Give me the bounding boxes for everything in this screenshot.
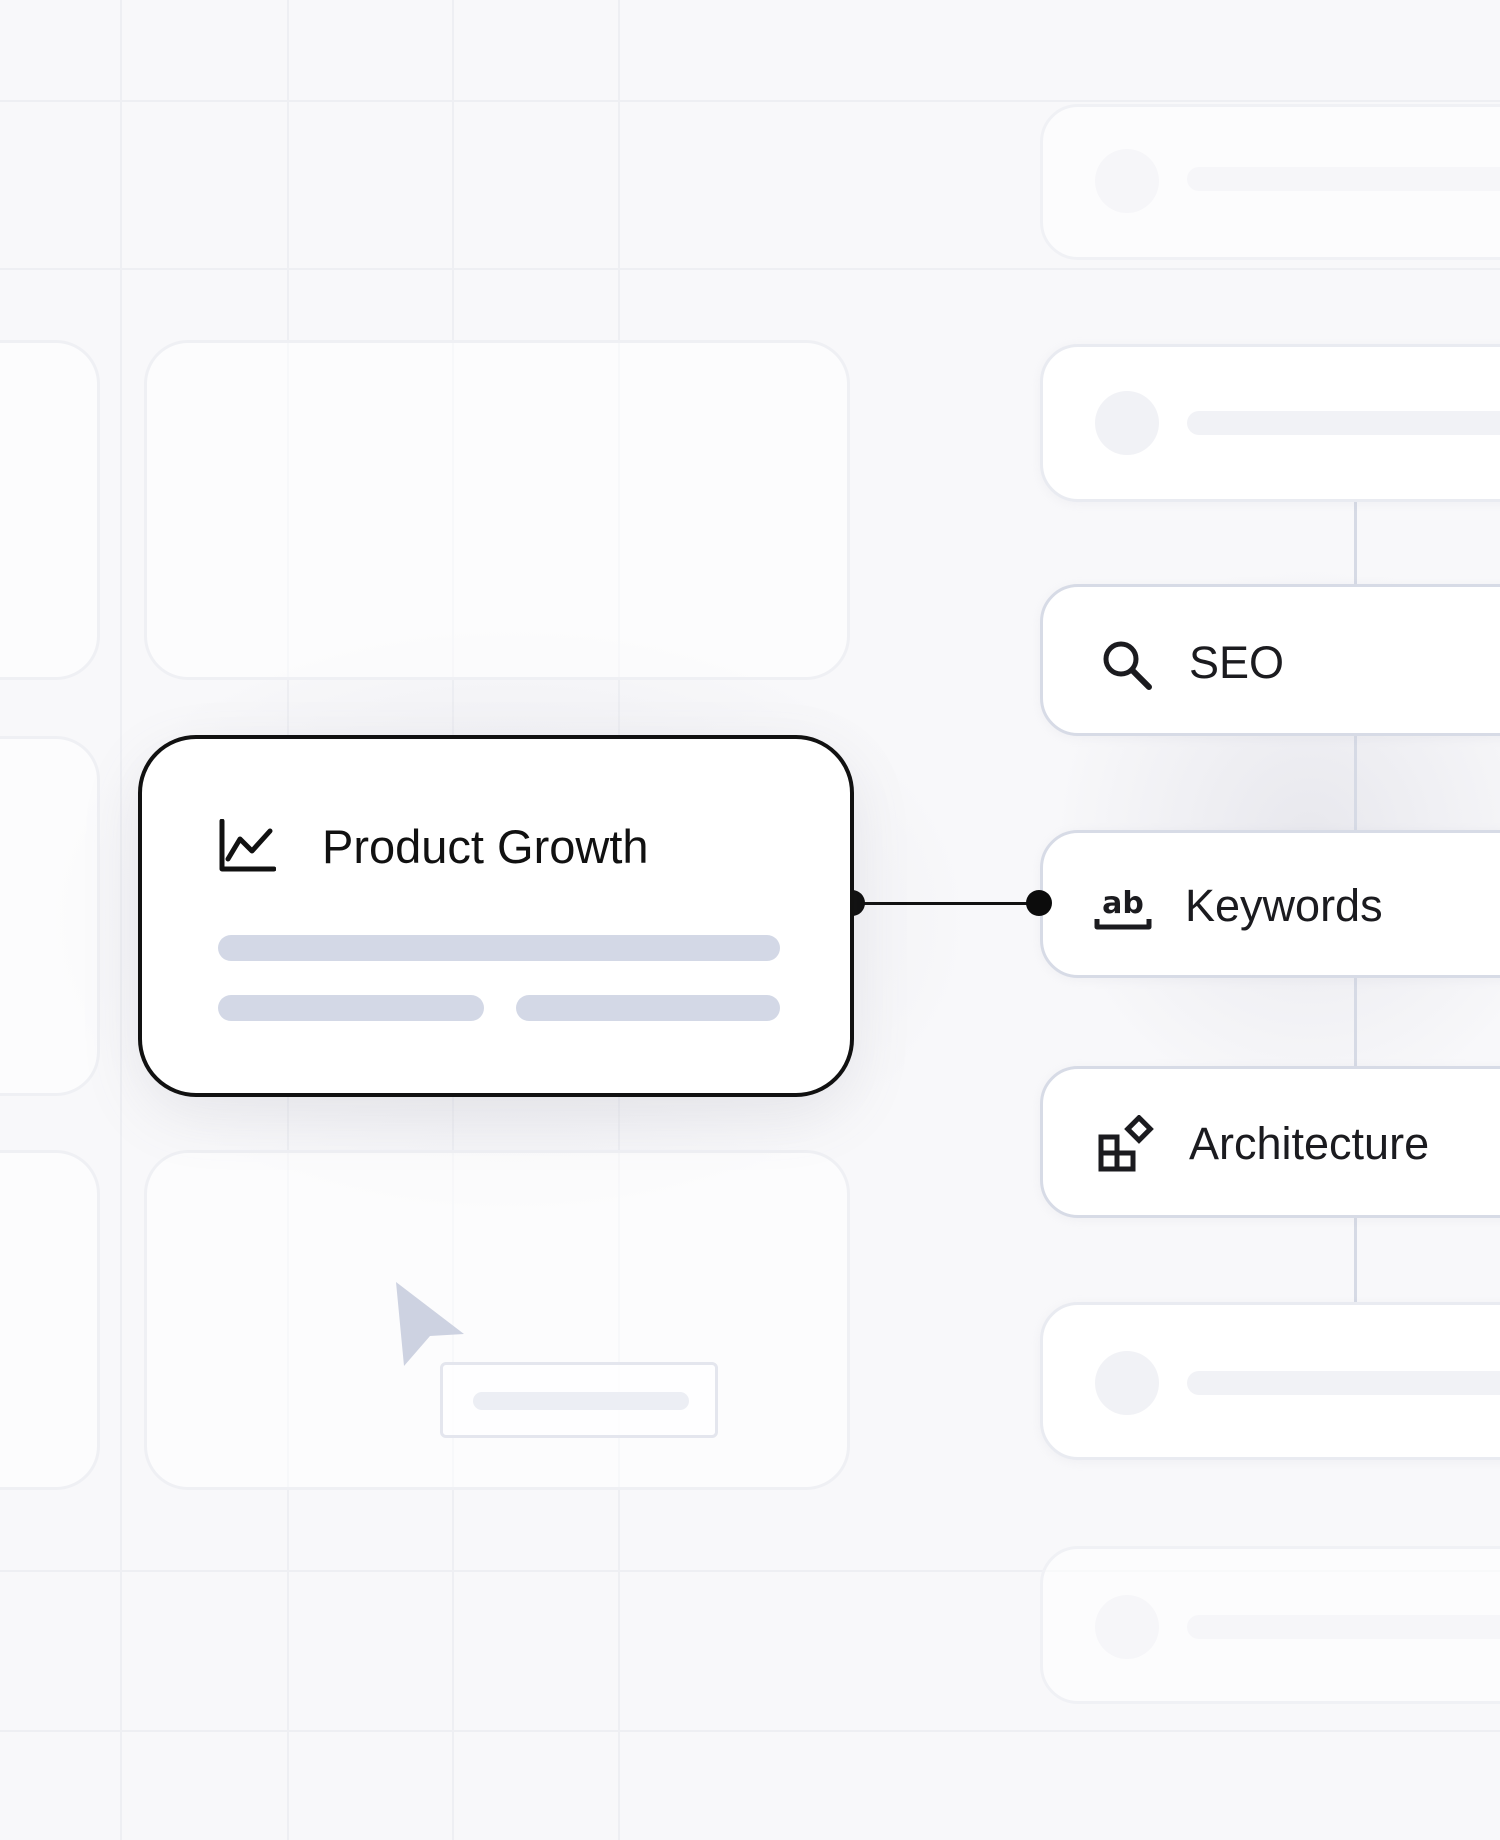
placeholder-avatar [1095,391,1159,455]
ghost-card [144,340,850,680]
node-architecture[interactable]: Architecture [1040,1066,1500,1218]
ghost-card [0,1150,100,1490]
node-label: Keywords [1185,880,1383,931]
connector-line [1354,1216,1357,1304]
node-keywords[interactable]: ab Keywords [1040,830,1500,978]
placeholder-text [1187,1615,1500,1639]
placeholder-node [1040,104,1500,260]
connector-line [1354,734,1357,832]
skeleton-line [516,995,780,1021]
node-label: Architecture [1189,1118,1430,1169]
ghost-input [440,1362,718,1438]
grid-line [0,268,1500,270]
connector-line [1354,976,1357,1068]
placeholder-node [1040,344,1500,502]
svg-text:ab: ab [1102,886,1144,921]
placeholder-text [1187,411,1500,435]
ghost-card [0,340,100,680]
placeholder-avatar [1095,149,1159,213]
ghost-card [144,1150,850,1490]
node-product-growth[interactable]: Product Growth [138,735,854,1097]
connection-link [853,902,1039,905]
skeleton-line [218,935,780,961]
node-seo[interactable]: SEO [1040,584,1500,736]
placeholder-node [1040,1302,1500,1460]
skeleton-line [218,995,484,1021]
search-icon [1103,641,1152,690]
text-ab-icon: ab [1094,886,1152,930]
node-label: SEO [1189,637,1285,688]
placeholder-text [1187,1371,1500,1395]
connector-line [1354,500,1357,586]
ghost-card [0,736,100,1096]
cursor-icon [396,1282,464,1366]
connection-handle[interactable] [1026,890,1052,916]
ghost-input-placeholder [473,1392,689,1410]
placeholder-avatar [1095,1595,1159,1659]
grid-line [0,100,1500,102]
placeholder-avatar [1095,1351,1159,1415]
line-chart-icon [219,819,276,872]
blocks-icon [1098,1115,1154,1172]
placeholder-node [1040,1546,1500,1704]
placeholder-text [1187,167,1500,191]
grid-line [0,1570,1500,1572]
grid-line [0,1730,1500,1732]
node-title: Product Growth [322,820,649,873]
